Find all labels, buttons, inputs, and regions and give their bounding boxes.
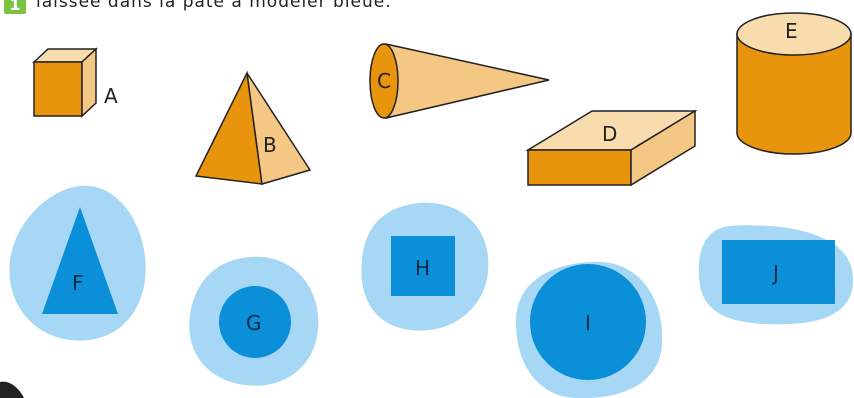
label-b: B (263, 133, 277, 157)
solid-pyramid-b: B (194, 70, 312, 185)
label-d: D (602, 122, 617, 146)
label-f: F (72, 271, 84, 295)
solid-prism-d: D (525, 109, 698, 187)
solid-cube-a: A (32, 47, 118, 118)
label-i: I (585, 311, 591, 335)
label-g: G (246, 311, 262, 335)
imprint-triangle-f: F (9, 185, 146, 341)
imprint-square-h: H (361, 202, 489, 331)
exercise-number-badge: 1 (4, 0, 26, 14)
label-h: H (415, 256, 430, 280)
label-e: E (785, 19, 798, 43)
label-c: C (377, 69, 391, 93)
imprint-rectangle-j: J (698, 225, 853, 325)
solid-cone-c: C (369, 43, 550, 119)
instruction-line: 1 laissée dans la pâte à modeler bleue. (0, 0, 854, 22)
imprint-circle-g: G (189, 256, 319, 386)
solid-cylinder-e: E (736, 12, 852, 155)
corner-mark (0, 381, 24, 398)
label-j: J (771, 261, 779, 285)
instruction-text: laissée dans la pâte à modeler bleue. (36, 0, 392, 12)
label-a: A (104, 84, 118, 108)
imprint-circle-i: I (515, 261, 663, 398)
